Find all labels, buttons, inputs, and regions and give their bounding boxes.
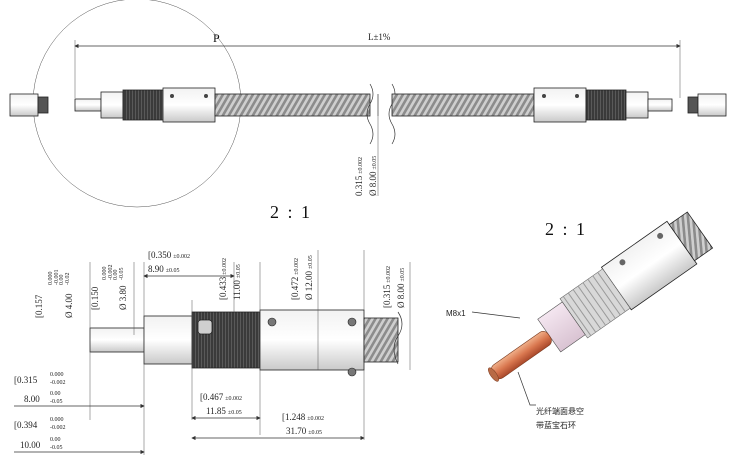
dim-d4-imperial: [0.472±0.002 [290,258,300,300]
dim-800-imperial: [0.315 [14,375,38,385]
dim-d1-metric-tol-top: 0.00 [59,275,65,286]
dim-d1-imperial-tol-bot: -0.001 [54,270,60,286]
hose-dim-metric: Ø 8.00±0.05 [368,156,378,196]
dim-1000-metric: 10.00 [20,440,41,450]
dim-3170-metric: 31.70±0.05 [286,426,322,436]
dim-800-metric-tol-bot: -0.05 [50,399,63,405]
dim-800-metric-tol-top: 0.00 [50,391,61,397]
dim-d1-imperial-tol-top: 0.000 [48,272,54,286]
dim-d1-imperial: [0.157 [34,294,44,318]
note-line-1: 光纤端面悬空 [536,406,584,416]
dim-800-metric: 8.00 [24,394,40,404]
dim-1000-imperial: [0.394 [14,420,38,430]
dim-d1-metric-tol-bot: -0.02 [65,273,71,286]
hose-dim-imperial: 0.315±0.002 [354,157,364,196]
right-pin [647,98,673,112]
side-hex [143,315,193,365]
side-body [259,309,365,371]
dim-1000-metric-tol-top: 0.00 [50,437,61,443]
dim-d2-imperial-tol-bot: -0.002 [108,265,114,281]
dim-d2-metric-tol-bot: -0.05 [119,268,125,281]
side-hose [363,317,399,363]
armored-hose-right [391,93,535,117]
side-view: [0.157 0.000 -0.001 Ø 4.00 0.00 -0.02 [0… [14,250,411,455]
dim-d2-imperial-tol-top: 0.000 [102,267,108,281]
dim-d4-metric: Ø 12.00±0.05 [304,255,314,300]
dim-d2-metric: Ø 3.80 [118,285,128,310]
dim-d2-imperial: [0.150 [90,286,100,310]
dim-3170-imperial: [1.248±0.002 [282,412,324,422]
right-body [533,87,587,123]
thread-label: M8x1 [446,309,466,318]
iso-ferrule [490,331,552,380]
note-line-2: 带蓝宝石环 [536,420,576,430]
dim-1000-imperial-tol-top: 0.000 [50,417,64,423]
dim-890-imperial: [0.350±0.002 [148,250,190,260]
dim-d2-metric-tol-top: 0.00 [113,270,119,281]
left-dust-cap [9,93,39,117]
break-mark-left [366,83,374,145]
left-pin [74,98,102,112]
left-body [162,87,216,123]
dim-1185-imperial: [0.467±0.002 [200,392,242,402]
dim-d1-metric: Ø 4.00 [64,293,74,318]
note-leader [517,371,536,406]
label-length: L±1% [368,32,391,42]
dim-d5-imperial: [0.315±0.002 [382,266,392,308]
armored-hose-left [214,93,371,117]
dim-1185-metric: 11.85±0.05 [206,406,242,416]
iso-view: M8x1 光纤端面悬空 带蓝宝石环 [446,211,714,430]
side-pin [89,327,145,353]
thread-leader [471,311,521,319]
dim-1000-imperial-tol-bot: -0.002 [50,425,66,431]
dim-d3-imperial: [0.433±0.002 [218,258,228,300]
dim-800-imperial-tol-bot: -0.002 [50,380,66,386]
dim-890-metric: 8.90±0.05 [148,264,180,274]
dim-d5-metric: Ø 8.00±0.05 [396,268,406,308]
top-view: P L±1% 0.315±0.002 Ø 8.00±0.05 [9,0,727,208]
scale-label-right: 2 : 1 [545,219,587,239]
scale-label-left: 2 : 1 [270,202,312,222]
label-p: P [213,31,222,45]
right-knurl-nut [585,89,627,121]
left-knurl-nut [122,89,164,121]
right-dust-cap [697,93,727,117]
dim-d3-metric: 11.00±0.05 [232,264,242,300]
dim-800-imperial-tol-top: 0.000 [50,372,64,378]
dim-1000-metric-tol-bot: -0.05 [50,445,63,451]
